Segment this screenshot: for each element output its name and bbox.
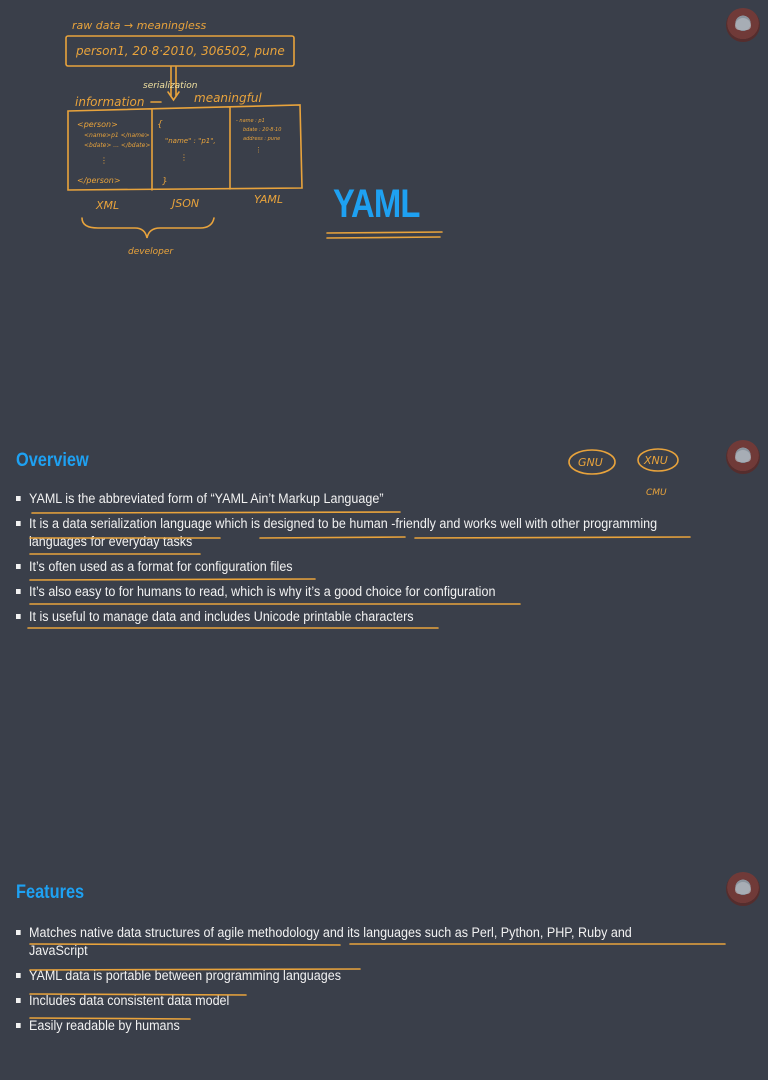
sketch-cmu: CMU [646,488,667,498]
sketch-data-box [65,35,295,67]
sketch-col-yaml: YAML [254,193,283,206]
sketch-xml-line: <bdate> ... </bdate> [84,142,150,149]
logo-icon [726,8,760,42]
list-item: It’s often used as a format for configur… [16,558,667,576]
slide-title: YAML [333,182,420,226]
sketch-top-note: raw data → meaningless [72,19,207,32]
sketch-xml-line: <person> [77,120,118,129]
sketch-yaml-line: - name : p1 [236,118,265,124]
sketch-circle-xnu [637,448,679,472]
sketch-json-line: { [157,120,163,130]
sketch-yaml-line: address : pune [243,136,280,142]
sketch-json-column: { "name" : "p1", ⋮ } [157,120,216,187]
section-heading: Features [16,882,85,903]
list-item: It is a data serialization language whic… [16,515,667,551]
sketch-xml-column: <person> <name>p1 </name> <bdate> ... </… [77,120,150,185]
slide-overview: Overview GNU XNU CMU YAML is the abbrevi… [0,430,768,860]
list-item: Matches native data structures of agile … [16,924,667,960]
sketch-brace [81,217,215,239]
title-underline [326,231,443,239]
sketch-data-text: person1, 20·8·2010, 306502, pune [75,44,285,58]
sketch-table [67,104,303,191]
sketch-xml-line: ⋮ [100,156,108,165]
slide-features: Features Matches native data structures … [0,860,768,1033]
overview-list: YAML is the abbreviated form of “YAML Ai… [16,490,716,633]
sketch-yaml-column: - name : p1 bdate : 20·8·10 address : pu… [236,118,281,154]
sketch-json-line: "name" : "p1", [165,137,216,145]
section-heading: Overview [16,450,89,471]
sketch-arrow-label: serialization [143,81,198,91]
list-item: YAML data is portable between programmin… [16,967,667,985]
handwritten-annotation: GNU XNU CMU [568,448,679,498]
list-item: It’s also easy to for humans to read, wh… [16,583,667,601]
features-list: Matches native data structures of agile … [16,924,716,1042]
sketch-left-label: information [75,95,144,109]
sketch-xnu: XNU [643,454,668,467]
sketch-xml-line: </person> [77,176,121,185]
sketch-yaml-line: bdate : 20·8·10 [243,127,281,133]
sketch-right-label: meaningful [194,91,262,105]
sketch-json-line: } [162,177,168,187]
list-item: Includes data consistent data model [16,992,667,1010]
slide-yaml-title: raw data → meaningless person1, 20·8·201… [0,0,768,430]
sketch-gnu: GNU [578,456,603,469]
sketch-brace-label: developer [128,247,174,257]
sketch-col-json: JSON [170,197,199,210]
sketch-down-arrow-icon [167,66,180,102]
sketch-yaml-line: ⋮ [255,146,262,154]
logo-icon [726,872,760,906]
sketch-col-xml: XML [95,199,119,212]
sketch-json-line: ⋮ [180,153,188,162]
list-item: Easily readable by humans [16,1017,667,1035]
sketch-xml-line: <name>p1 </name> [84,132,150,139]
handwritten-sketch: raw data → meaningless person1, 20·8·201… [65,19,303,257]
sketch-circle-gnu [568,449,616,475]
logo-icon [726,440,760,474]
list-item: YAML is the abbreviated form of “YAML Ai… [16,490,667,508]
list-item: It is useful to manage data and includes… [16,608,667,626]
